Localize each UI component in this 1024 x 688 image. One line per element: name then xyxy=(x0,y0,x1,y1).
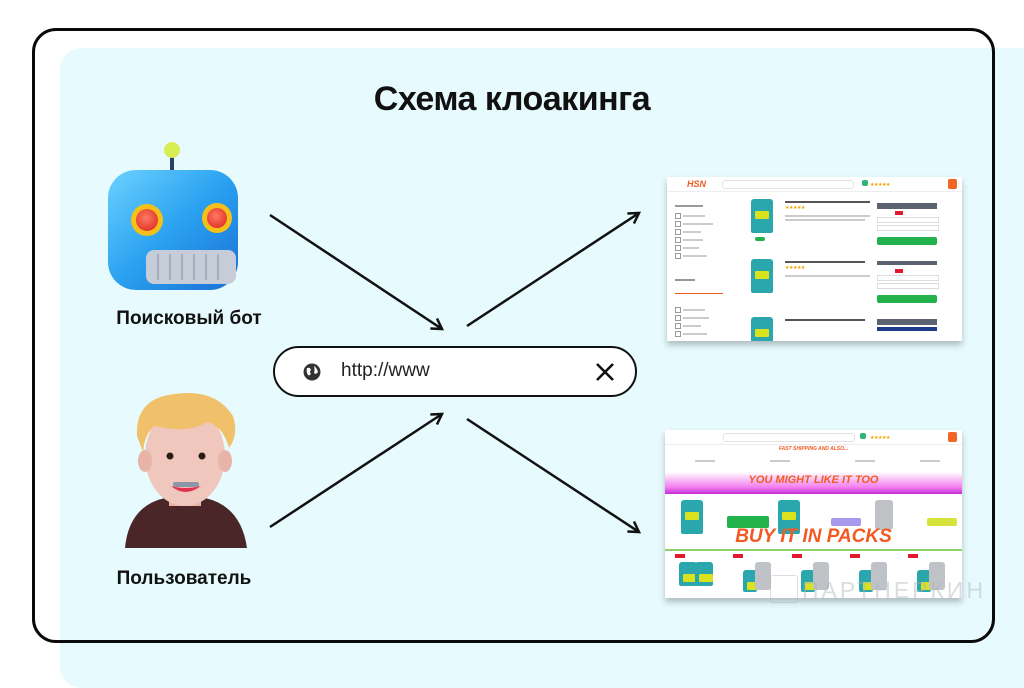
site-header: HSN ★★★★★ xyxy=(667,177,962,192)
user-page-screenshot: ★★★★★ FAST SHIPPING AND ALSO... YOU MIGH… xyxy=(665,430,962,598)
shipping-banner: FAST SHIPPING AND ALSO... xyxy=(778,446,849,452)
add-button xyxy=(727,516,769,528)
person-avatar-icon xyxy=(125,392,247,548)
product-image xyxy=(778,500,800,534)
close-icon[interactable] xyxy=(593,360,617,384)
product-image xyxy=(751,259,773,293)
add-to-cart-button xyxy=(877,295,937,303)
watermark-icon xyxy=(770,575,798,603)
rating-stars: ★★★★★ xyxy=(870,182,890,188)
site-search xyxy=(722,180,854,189)
add-to-cart-button xyxy=(877,237,937,245)
arrow-user-to-url xyxy=(269,414,442,529)
pink-banner xyxy=(665,472,962,494)
rating-stars: ★★★★★ xyxy=(870,435,890,441)
product-image xyxy=(875,500,893,530)
site-header: ★★★★★ xyxy=(665,430,962,445)
url-bar[interactable]: http://www xyxy=(273,346,637,397)
hsn-logo: HSN xyxy=(687,179,707,189)
globe-icon xyxy=(303,363,321,381)
arrow-url-to-user-page xyxy=(466,417,639,532)
filters-sidebar xyxy=(675,195,730,341)
trust-badge-icon xyxy=(860,433,866,439)
brand-icon xyxy=(948,179,957,189)
site-search xyxy=(723,433,855,442)
brand-icon xyxy=(948,432,957,442)
buy-in-packs-banner: BUY IT IN PACKS xyxy=(735,526,892,547)
bot-label: Поисковый бот xyxy=(116,308,262,329)
diagram-title: Схема клоакинга xyxy=(373,80,651,118)
product-image xyxy=(751,317,773,341)
trust-badge-icon xyxy=(862,180,868,186)
product-image xyxy=(751,199,773,233)
arrow-url-to-bot-page xyxy=(466,213,639,328)
arrow-bot-to-url xyxy=(269,213,442,329)
url-text: http://www xyxy=(341,360,430,381)
flow-arrows xyxy=(269,0,1024,671)
user-label: Пользователь xyxy=(116,568,252,589)
you-might-like-banner: YOU MIGHT LIKE IT TOO xyxy=(748,474,879,486)
product-image xyxy=(681,500,703,534)
bot-page-screenshot: HSN ★★★★★ ★★★★★ ★★★★★ xyxy=(667,177,962,341)
watermark: ПАРТНЕРКИН xyxy=(802,577,987,603)
diagram-frame xyxy=(32,28,995,643)
robot-icon xyxy=(108,142,238,290)
